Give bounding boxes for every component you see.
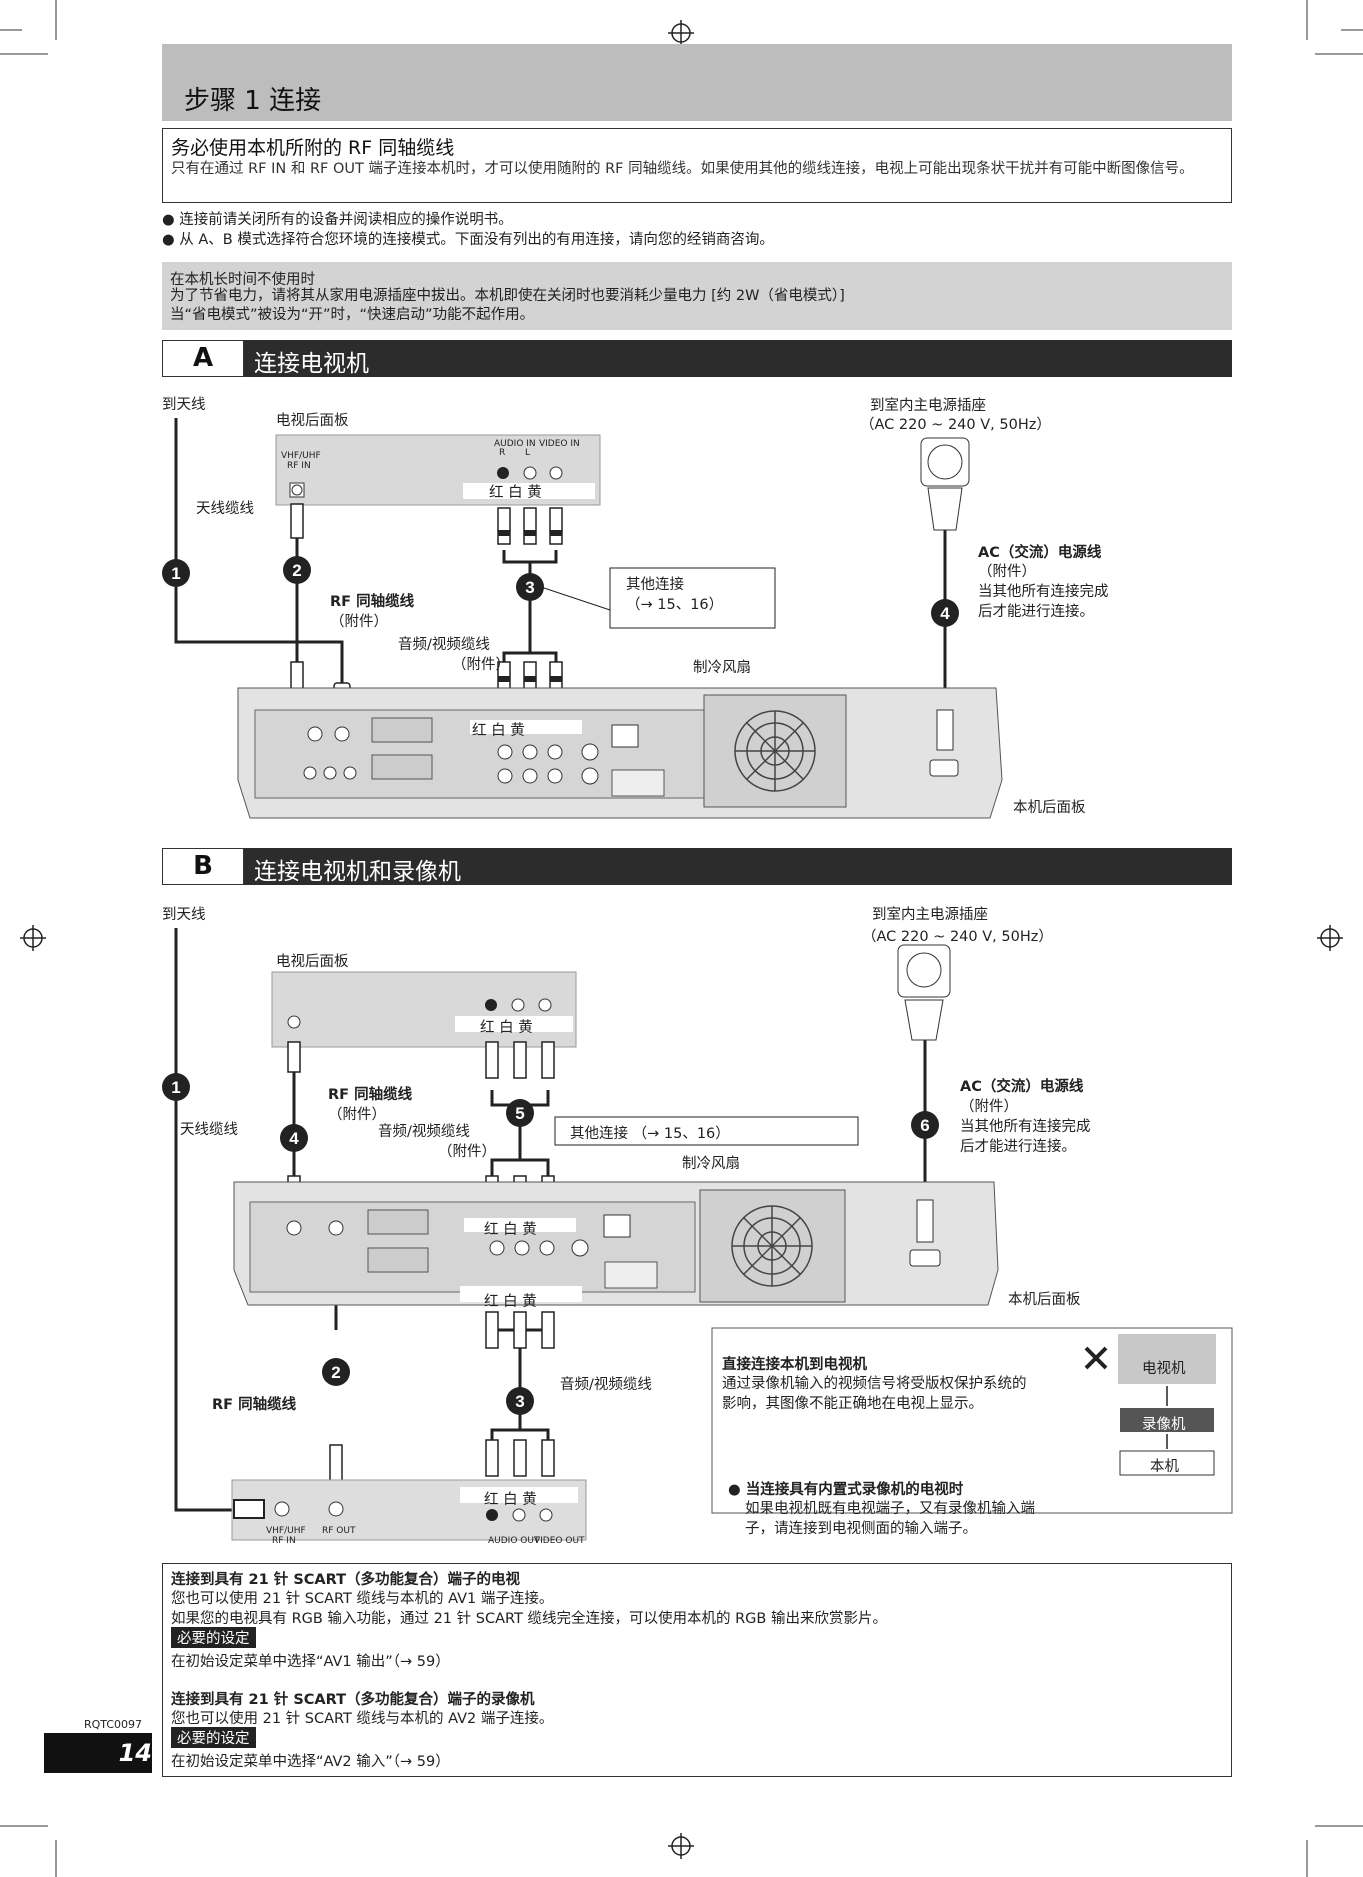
badge-a-2: 2 (292, 561, 301, 580)
page-title: 步骤 1 连接 (184, 86, 322, 116)
badge-b-6: 6 (920, 1116, 929, 1135)
bullet-2: ● 从 A、B 模式选择符合您环境的连接模式。下面没有列出的有用连接，请向您的经… (162, 232, 774, 248)
page-header: 步骤 1 连接 (162, 44, 1232, 121)
badge-a-4: 4 (940, 604, 950, 623)
rf-notice-heading: 务必使用本机所附的 RF 同轴缆线 (171, 137, 455, 159)
section-a-band: A 连接电视机 (162, 340, 1232, 377)
badge-a-1: 1 (171, 564, 180, 583)
a-tv-colors: 红 白 黄 (489, 485, 542, 501)
badge-b-2: 2 (331, 1363, 340, 1382)
power-notice: 在本机长时间不使用时 为了节省电力，请将其从家用电源插座中拔出。本机即使在关闭时… (162, 262, 1232, 330)
a-ac-cord: AC（交流）电源线 (978, 545, 1102, 561)
badge-b-3: 3 (515, 1392, 524, 1411)
bullet-1: ● 连接前请关闭所有的设备并阅读相应的操作说明书。 (162, 212, 513, 228)
power-notice-heading: 在本机长时间不使用时 (170, 272, 315, 288)
a-other-conn: 其他连接 (626, 577, 684, 593)
rf-cable-notice: 务必使用本机所附的 RF 同轴缆线 只有在通过 RF IN 和 RF OUT 端… (162, 128, 1232, 203)
page-number: 14 (44, 1733, 152, 1773)
a-to-antenna: 到天线 (162, 397, 206, 413)
a-antenna-cable: 天线缆线 (196, 501, 254, 517)
diagram-a: 1 2 3 4 (162, 418, 1003, 819)
step-number-badges (162, 556, 959, 627)
badge-b-4: 4 (289, 1129, 299, 1148)
power-notice-line1: 为了节省电力，请将其从家用电源插座中拔出。本机即使在关闭时也要消耗少量电力 [约… (170, 288, 845, 304)
rf-notice-body: 只有在通过 RF IN 和 RF OUT 端子连接本机时，才可以使用随附的 RF… (171, 161, 1194, 177)
badge-b-1: 1 (171, 1078, 180, 1097)
section-b-title: 连接电视机和录像机 (254, 859, 461, 885)
badge-a-3: 3 (525, 578, 534, 597)
badge-b-5: 5 (515, 1104, 524, 1123)
section-a-letter: A (162, 340, 244, 377)
scart-notes: 连接到具有 21 针 SCART（多功能复合）端子的电视 您也可以使用 21 针… (162, 1563, 1232, 1777)
a-av-cable: 音频/视频缆线 (398, 637, 490, 653)
a-tv-panel: 电视后面板 (276, 413, 349, 429)
diagram-b: 1 2 3 4 5 6 (162, 928, 1233, 1541)
a-fan: 制冷风扇 (693, 660, 751, 676)
a-unit-panel: 本机后面板 (1013, 800, 1086, 816)
a-outlet: 到室内主电源插座 (870, 398, 986, 414)
power-notice-line2: 当“省电模式”被设为“开”时，“快速启动”功能不起作用。 (170, 307, 535, 323)
registration-mark-icon (20, 20, 1343, 1859)
section-b-letter: B (162, 848, 244, 885)
a-unit-colors: 红 白 黄 (472, 723, 525, 739)
doc-code: RQTC0097 (84, 1718, 143, 1731)
a-rf-cable: RF 同轴缆线 (330, 594, 415, 610)
section-a-title: 连接电视机 (254, 351, 369, 377)
section-b-band: B 连接电视机和录像机 (162, 848, 1232, 885)
